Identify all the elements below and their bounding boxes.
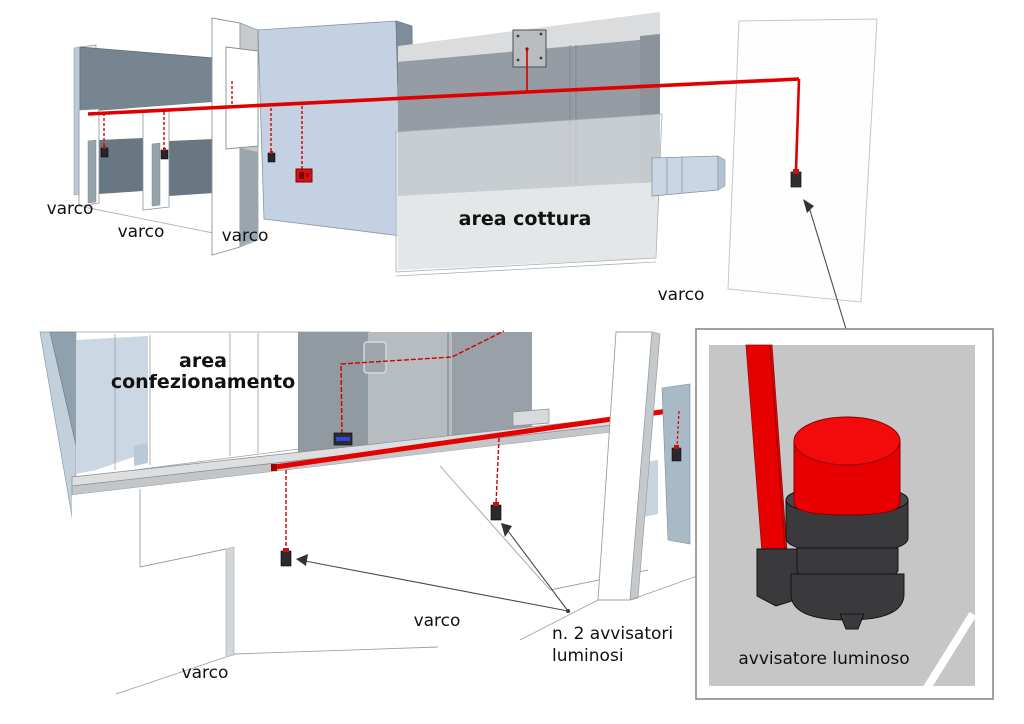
inset-caption: avvisatore luminoso [738, 649, 910, 669]
ledge [512, 408, 550, 427]
hatch-frame [363, 341, 387, 374]
varco-gap [240, 148, 258, 246]
label-varco-1: varco [46, 199, 94, 219]
column-panel [225, 46, 259, 150]
red-pipe-main [87, 77, 800, 116]
lower-wall [72, 428, 649, 724]
junction-box-bottom [333, 432, 353, 446]
annotation-arrows [296, 523, 570, 613]
pier-side [87, 139, 97, 204]
label-area-cottura: area cottura [458, 208, 592, 230]
label-area-confezionamento: area confezionamento [110, 350, 296, 393]
beacon-dome [793, 416, 901, 516]
bottom-view [39, 330, 701, 724]
rear-blue-panel [661, 383, 691, 545]
glass-panel [727, 18, 878, 303]
label-varco-6: varco [413, 611, 461, 631]
label-annotation: n. 2 avvisatori luminosi [552, 624, 674, 666]
cooking-room [395, 12, 663, 277]
glass-front-wall [395, 113, 663, 273]
doorway-opening [169, 139, 214, 196]
thin-conduit [340, 330, 505, 435]
alarm-drops [280, 437, 502, 567]
blue-duct [651, 155, 726, 197]
label-varco-2: varco [117, 222, 165, 242]
red-pipe-elbow [794, 78, 801, 171]
rear-wall [75, 331, 371, 479]
top-view [73, 12, 878, 330]
alarm-box [295, 168, 313, 183]
junction-box [512, 29, 547, 93]
label-varco-3: varco [221, 226, 269, 246]
red-drops [103, 81, 303, 169]
label-varco-5: varco [181, 663, 229, 683]
label-varco-4: varco [657, 285, 705, 305]
pier-side [151, 142, 161, 207]
beacon-small [100, 146, 802, 188]
inset [695, 328, 994, 700]
blue-panel [257, 20, 403, 237]
inset-arrow [803, 199, 847, 330]
doorway-opening [99, 138, 143, 194]
tall-panel [519, 331, 701, 641]
